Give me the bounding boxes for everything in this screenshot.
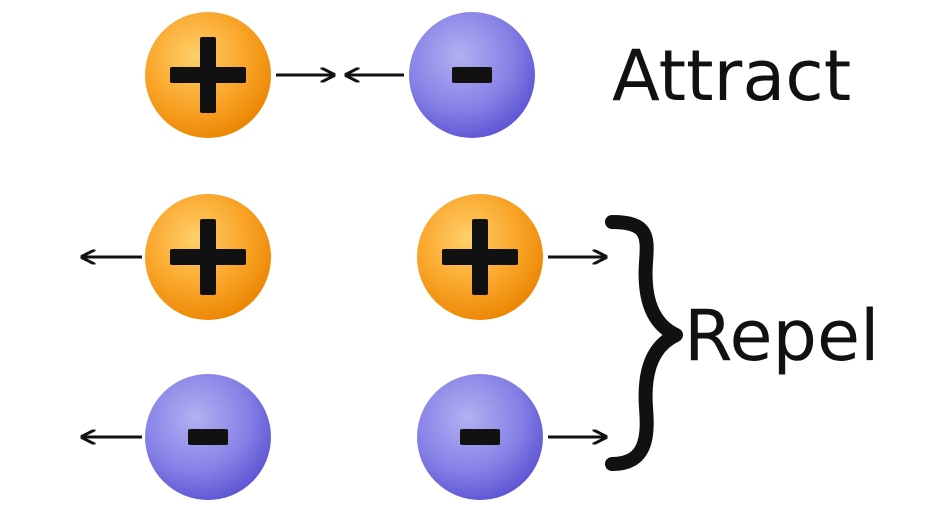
curly-brace (605, 215, 683, 471)
plus-icon (442, 219, 518, 295)
positive-charge (145, 194, 271, 320)
positive-charge (417, 194, 543, 320)
repel-negative-row (82, 374, 606, 500)
repel-label: Repel (684, 295, 880, 377)
negative-charge (409, 12, 535, 138)
minus-icon (452, 67, 492, 83)
negative-charge (417, 374, 543, 500)
negative-charge (145, 374, 271, 500)
minus-icon (188, 429, 228, 445)
minus-icon (460, 429, 500, 445)
attract-label: Attract (612, 35, 851, 117)
plus-icon (170, 37, 246, 113)
plus-icon (170, 219, 246, 295)
attract-row: Attract (145, 12, 851, 138)
repel-positive-row (82, 194, 606, 320)
positive-charge (145, 12, 271, 138)
